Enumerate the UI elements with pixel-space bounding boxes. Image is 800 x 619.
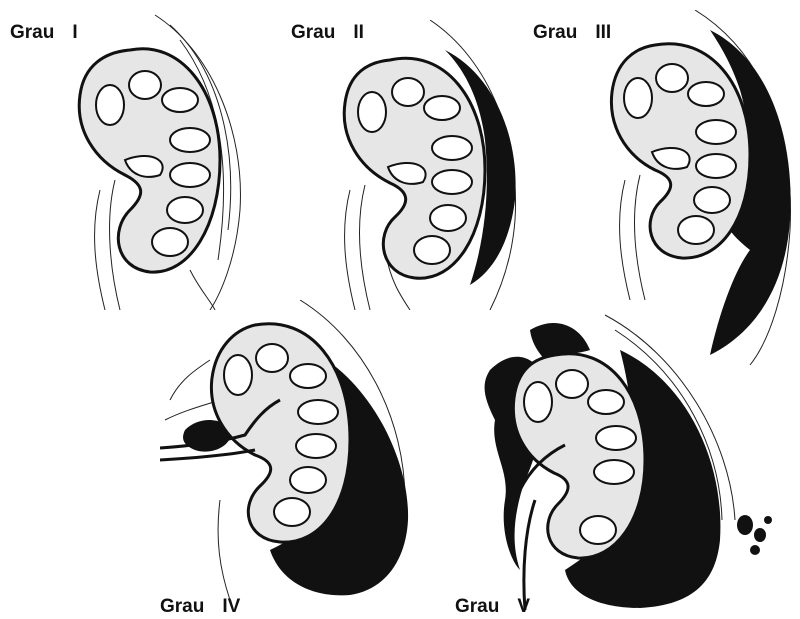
grade-3-word: Grau	[533, 22, 577, 43]
grade-4-kidney-illustration	[160, 300, 420, 600]
grade-5-kidney-illustration	[470, 310, 780, 610]
grade-1-kidney-illustration	[60, 10, 260, 310]
grade-5-blood-droplets	[737, 515, 772, 555]
grade-2-word: Grau	[291, 22, 335, 43]
grade-2-kidney-illustration	[330, 20, 530, 310]
grade-1-word: Grau	[10, 22, 54, 43]
